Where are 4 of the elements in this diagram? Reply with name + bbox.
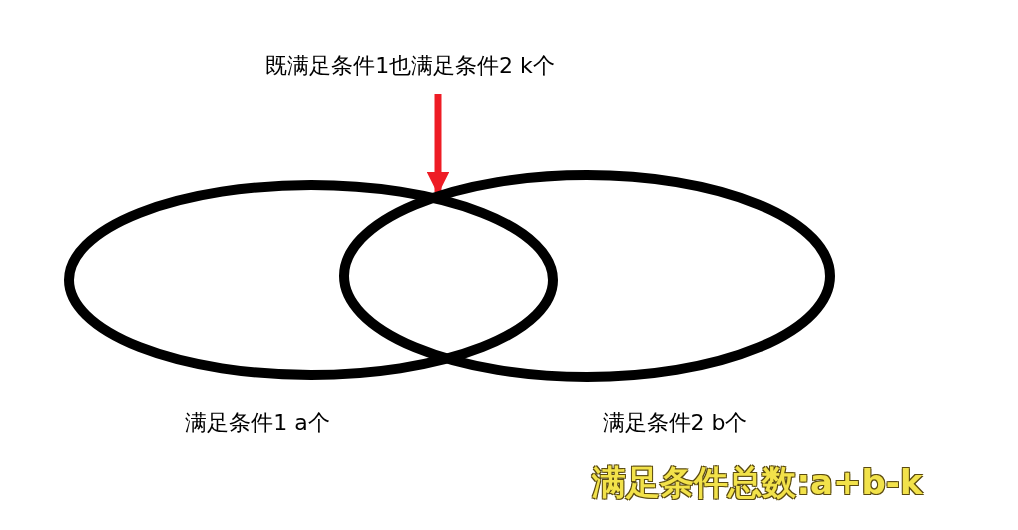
formula-text: 满足条件总数:a+b-k [591,461,924,504]
set-caption: 满足条件2 b个 [601,409,749,437]
annotation-text: 既满足条件1也满足条件2 k个 [225,48,595,84]
set-caption: 满足条件1 a个 [184,409,331,437]
